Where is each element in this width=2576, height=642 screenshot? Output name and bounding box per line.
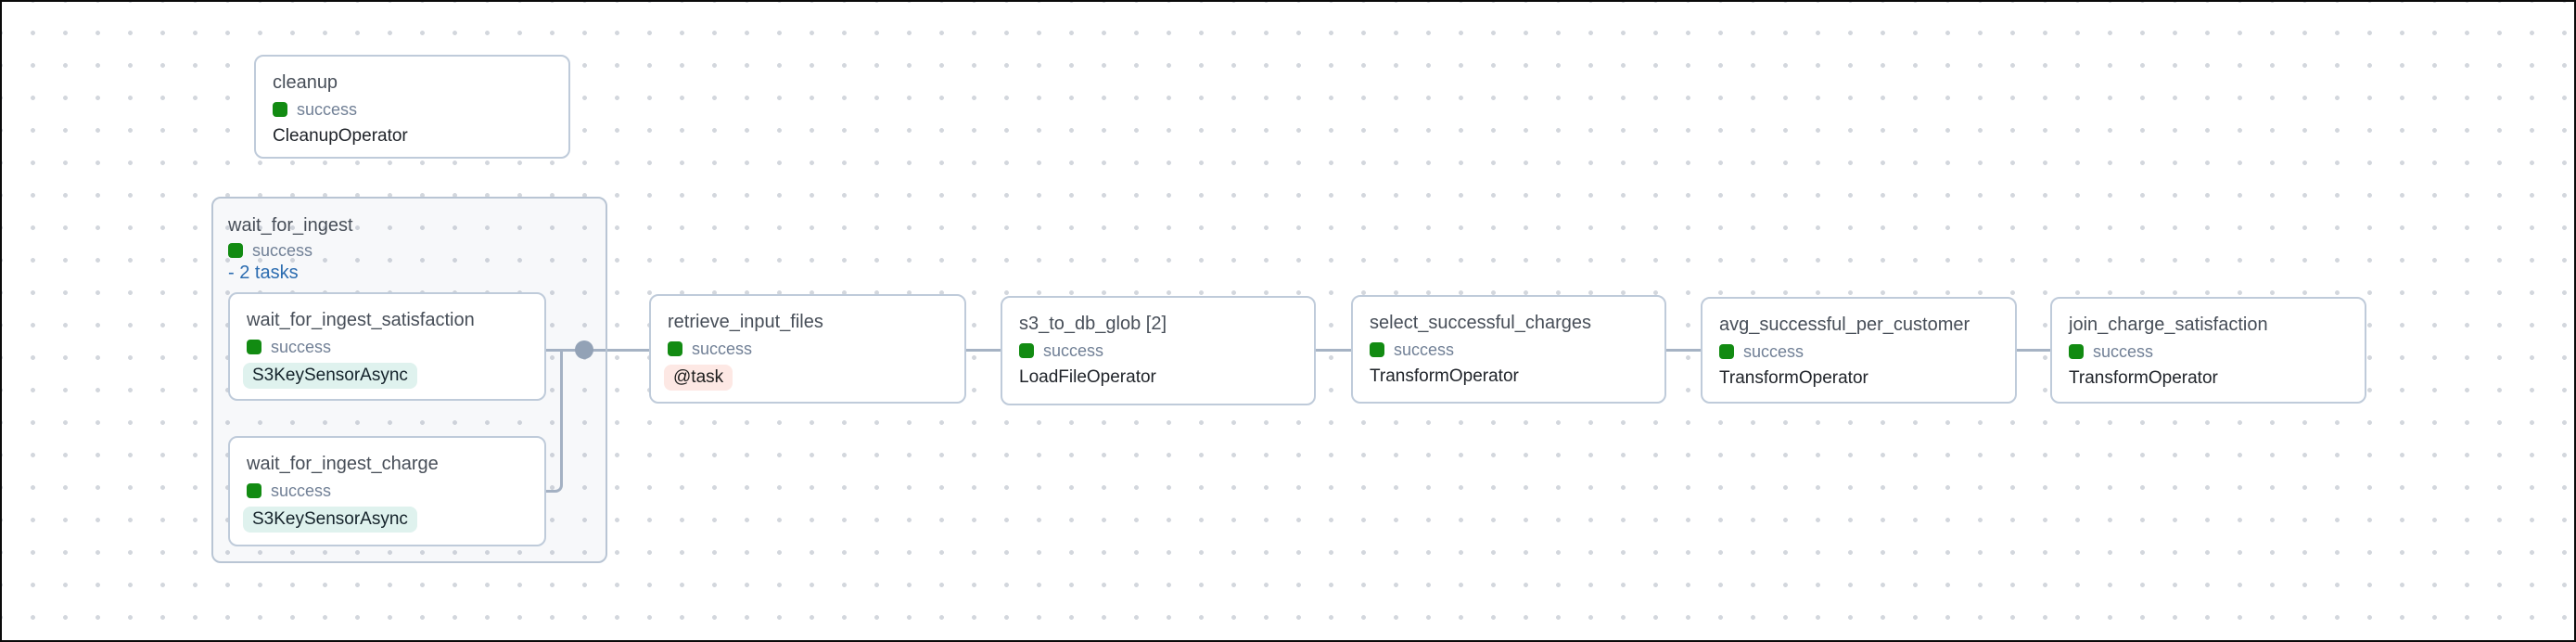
task-title: avg_successful_per_customer bbox=[1719, 315, 1970, 335]
status-label: success bbox=[692, 340, 753, 358]
status-success-icon bbox=[1370, 342, 1384, 357]
task-title: select_successful_charges bbox=[1370, 313, 1592, 333]
group-collapse-toggle[interactable]: - 2 tasks bbox=[228, 263, 299, 283]
status-label: success bbox=[1043, 341, 1104, 360]
operator-label: TransformOperator bbox=[1370, 366, 1519, 386]
edge-satisfaction-to-retrieve bbox=[546, 349, 649, 352]
status-success-icon bbox=[1019, 343, 1034, 358]
status-success-icon bbox=[1719, 344, 1734, 359]
task-title: wait_for_ingest_satisfaction bbox=[247, 310, 475, 330]
status-label: success bbox=[252, 241, 313, 260]
task-title: s3_to_db_glob [2] bbox=[1019, 314, 1167, 334]
operator-label: TransformOperator bbox=[1719, 368, 1868, 388]
task-node-cleanup[interactable]: cleanup success CleanupOperator bbox=[254, 55, 570, 159]
task-title: join_charge_satisfaction bbox=[2069, 315, 2268, 335]
edge-retrieve-to-s3 bbox=[966, 349, 1001, 352]
task-node-avg-successful-per-customer[interactable]: avg_successful_per_customer success Tran… bbox=[1701, 297, 2017, 404]
task-node-retrieve-input-files[interactable]: retrieve_input_files success @task bbox=[649, 294, 966, 404]
task-node-wait-for-ingest-charge[interactable]: wait_for_ingest_charge success S3KeySens… bbox=[228, 436, 546, 546]
edge-charge-to-junction bbox=[546, 351, 563, 493]
status-label: success bbox=[2093, 342, 2154, 361]
operator-label: LoadFileOperator bbox=[1019, 367, 1156, 387]
operator-label: @task bbox=[664, 365, 733, 391]
task-title: cleanup bbox=[273, 72, 338, 93]
status-success-icon bbox=[247, 483, 261, 498]
operator-label: TransformOperator bbox=[2069, 368, 2218, 388]
task-title: retrieve_input_files bbox=[668, 312, 823, 332]
status-success-icon bbox=[273, 102, 287, 117]
operator-label: S3KeySensorAsync bbox=[243, 363, 417, 389]
status-label: success bbox=[271, 482, 332, 500]
status-label: success bbox=[297, 100, 358, 119]
task-title: wait_for_ingest_charge bbox=[247, 454, 439, 474]
status-label: success bbox=[1743, 342, 1804, 361]
status-success-icon bbox=[668, 341, 682, 356]
task-node-join-charge-satisfaction[interactable]: join_charge_satisfaction success Transfo… bbox=[2050, 297, 2366, 404]
task-node-s3-to-db-glob[interactable]: s3_to_db_glob [2] success LoadFileOperat… bbox=[1001, 296, 1316, 405]
task-node-wait-for-ingest-satisfaction[interactable]: wait_for_ingest_satisfaction success S3K… bbox=[228, 292, 546, 401]
status-label: success bbox=[271, 338, 332, 356]
status-success-icon bbox=[228, 243, 243, 258]
task-group-title: wait_for_ingest bbox=[228, 215, 353, 236]
status-success-icon bbox=[2069, 344, 2084, 359]
status-success-icon bbox=[247, 340, 261, 354]
task-node-select-successful-charges[interactable]: select_successful_charges success Transf… bbox=[1351, 295, 1666, 404]
status-label: success bbox=[1394, 340, 1455, 359]
edge-avg-to-join bbox=[2017, 349, 2050, 352]
edge-select-to-avg bbox=[1666, 349, 1701, 352]
edge-s3-to-select bbox=[1316, 349, 1351, 352]
operator-label: CleanupOperator bbox=[273, 126, 408, 146]
edge-junction-dot bbox=[575, 340, 593, 359]
operator-label: S3KeySensorAsync bbox=[243, 507, 417, 533]
